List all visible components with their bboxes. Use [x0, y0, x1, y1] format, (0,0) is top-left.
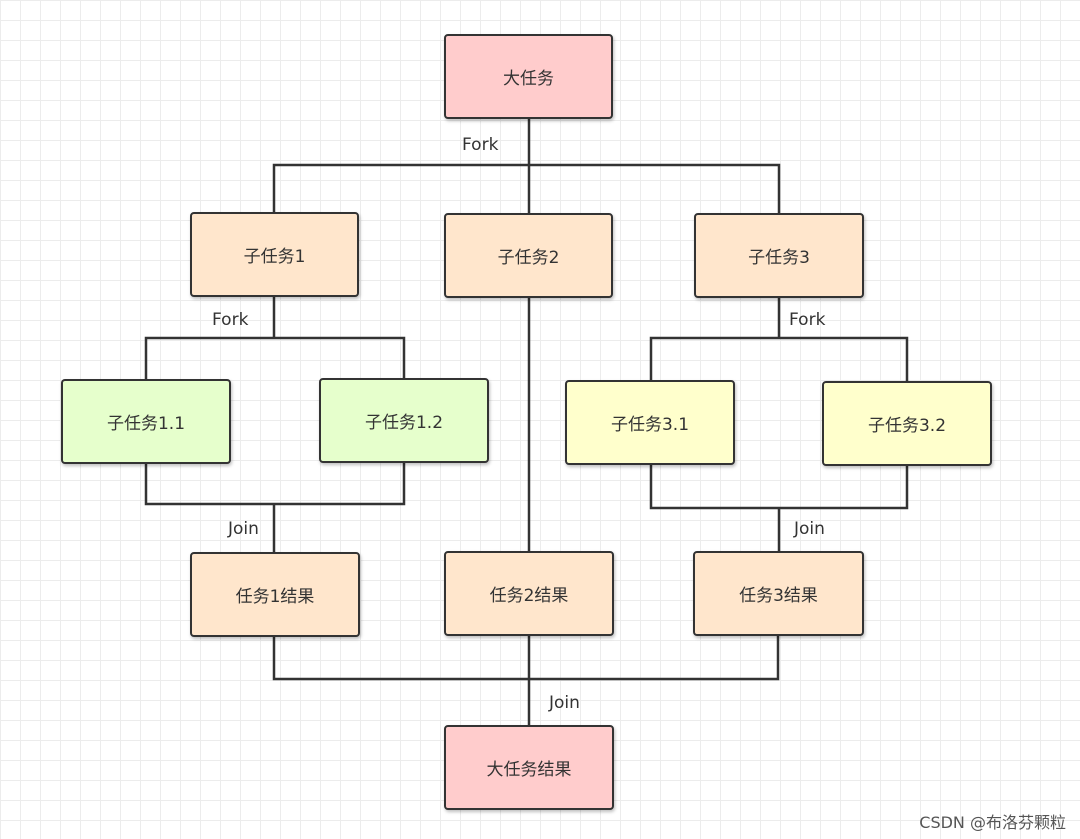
edge-root-to-subtasks — [272, 116, 781, 216]
label-join-final: Join — [549, 693, 580, 713]
label-fork-subtask-1: Fork — [212, 310, 249, 330]
label-join-subtask-1: Join — [228, 519, 259, 539]
edge-sub3-join — [649, 462, 909, 553]
node-subtask-1: 子任务1 — [190, 212, 359, 297]
node-result-3: 任务3结果 — [693, 551, 864, 636]
node-result-2: 任务2结果 — [444, 551, 614, 636]
node-subtask-1-2: 子任务1.2 — [319, 378, 489, 463]
edge-final-join — [272, 633, 780, 727]
edge-sub1-join — [144, 460, 406, 554]
node-root-task: 大任务 — [444, 34, 613, 119]
node-result-1: 任务1结果 — [190, 552, 360, 637]
node-subtask-3-1: 子任务3.1 — [565, 380, 735, 465]
watermark: CSDN @布洛芬颗粒 — [919, 813, 1066, 832]
node-subtask-1-1: 子任务1.1 — [61, 379, 231, 464]
label-fork-subtask-3: Fork — [789, 310, 826, 330]
edge-sub1-fork — [144, 294, 406, 381]
node-subtask-3-2: 子任务3.2 — [822, 381, 992, 466]
node-final-result: 大任务结果 — [444, 725, 614, 810]
label-fork-root: Fork — [462, 135, 499, 155]
label-join-subtask-3: Join — [794, 519, 825, 539]
node-subtask-2: 子任务2 — [444, 213, 613, 298]
edge-sub3-fork — [649, 295, 909, 383]
node-subtask-3: 子任务3 — [694, 213, 864, 298]
